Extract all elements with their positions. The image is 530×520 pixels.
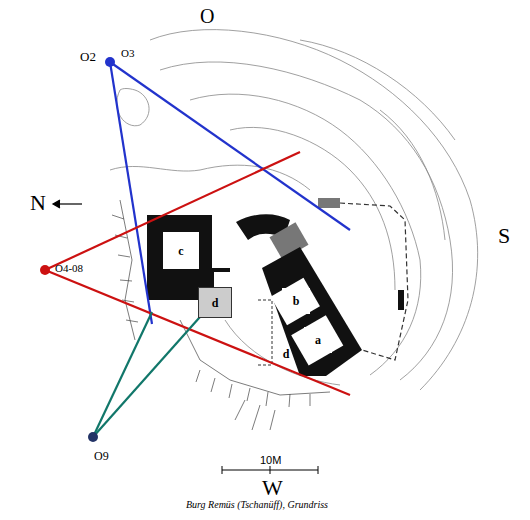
caption: Burg Remüs (Tschanüff), Grundriss: [186, 500, 328, 510]
room: c: [163, 232, 199, 269]
walls: [147, 198, 408, 376]
room-letter: d: [212, 297, 219, 309]
map-label: O: [200, 6, 214, 26]
viewpoint-dot: [105, 57, 115, 67]
map-label: N: [30, 192, 46, 214]
room: b: [282, 288, 310, 314]
cliff-hatching: [112, 200, 330, 430]
north-arrow: [53, 200, 82, 208]
room-letter: b: [293, 295, 300, 307]
map-label: S: [498, 225, 510, 247]
room-letter: d: [283, 348, 290, 360]
scale-bar: [222, 466, 318, 474]
map-label: O9: [94, 450, 109, 462]
map-label: 10M: [260, 455, 281, 466]
map-label: O2: [80, 50, 96, 63]
sight-lines: [45, 62, 350, 437]
room-letter: c: [178, 245, 183, 257]
room: d: [276, 343, 296, 365]
room-letter: a: [315, 334, 321, 346]
room: a: [304, 327, 332, 353]
map-label: O3: [121, 48, 134, 59]
map-label: O4-08: [55, 263, 83, 274]
room: d: [198, 287, 232, 318]
map-label: W: [262, 477, 283, 499]
viewpoint-dot: [88, 432, 98, 442]
contour-lines: [110, 30, 478, 390]
viewpoint-dot: [40, 265, 50, 275]
